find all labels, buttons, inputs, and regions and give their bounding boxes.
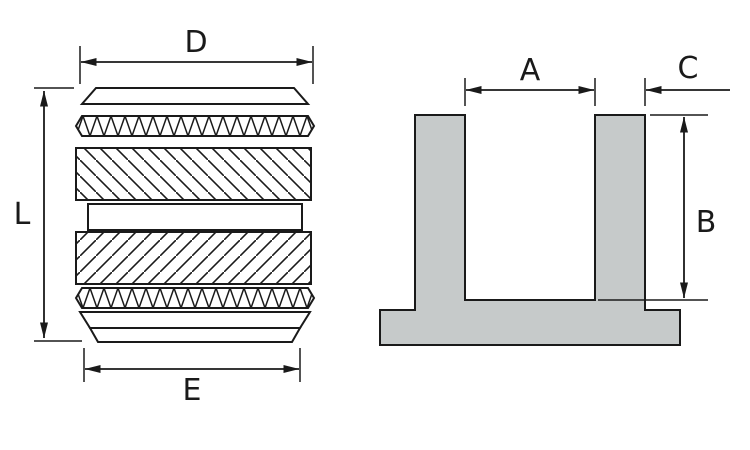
center-groove-band: [87, 203, 303, 231]
top-collar: [79, 87, 311, 105]
dim-label-b: B: [696, 205, 717, 240]
dimension-l: L: [14, 87, 82, 342]
dimension-b: B: [598, 114, 717, 301]
dim-label-c: C: [678, 51, 699, 86]
dim-label-e: E: [183, 373, 202, 408]
dimension-e: E: [83, 348, 301, 408]
upper-serration-band: [74, 115, 316, 137]
upper-knurl-band: [75, 147, 312, 201]
bottom-collar-lower: [88, 327, 302, 343]
side-view: D L E: [14, 25, 316, 408]
dimension-d: D: [79, 25, 314, 84]
bottom-collar-upper: [78, 311, 312, 329]
dim-label-l: L: [14, 197, 31, 232]
section-view: A C B: [379, 51, 730, 346]
lower-knurl-band: [75, 231, 312, 285]
dim-label-d: D: [184, 25, 207, 60]
dimension-c: C: [644, 51, 730, 106]
dimension-a: A: [464, 53, 596, 106]
lower-serration-band: [74, 287, 316, 309]
dim-label-a: A: [520, 53, 541, 88]
section-body: [379, 114, 681, 346]
